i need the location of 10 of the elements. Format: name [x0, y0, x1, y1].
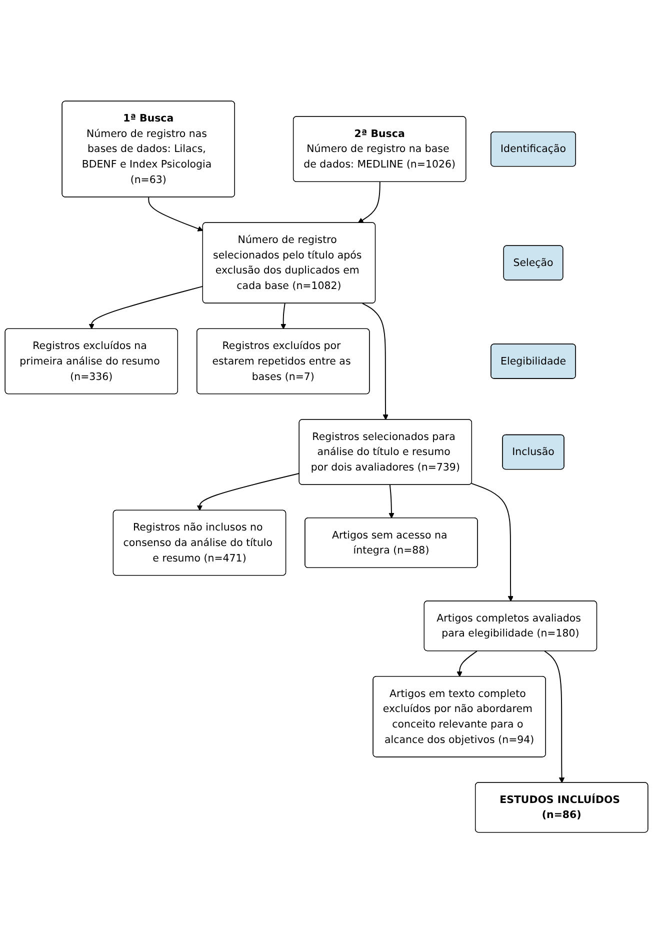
arrow: [388, 484, 394, 519]
arrow: [358, 182, 380, 224]
arrow: [456, 650, 478, 678]
arrow: [362, 303, 388, 420]
arrow: [88, 286, 204, 330]
arrow: [544, 650, 565, 784]
arrow: [148, 197, 204, 232]
arrow: [471, 483, 514, 602]
arrow: [196, 473, 300, 512]
arrow: [280, 303, 286, 330]
